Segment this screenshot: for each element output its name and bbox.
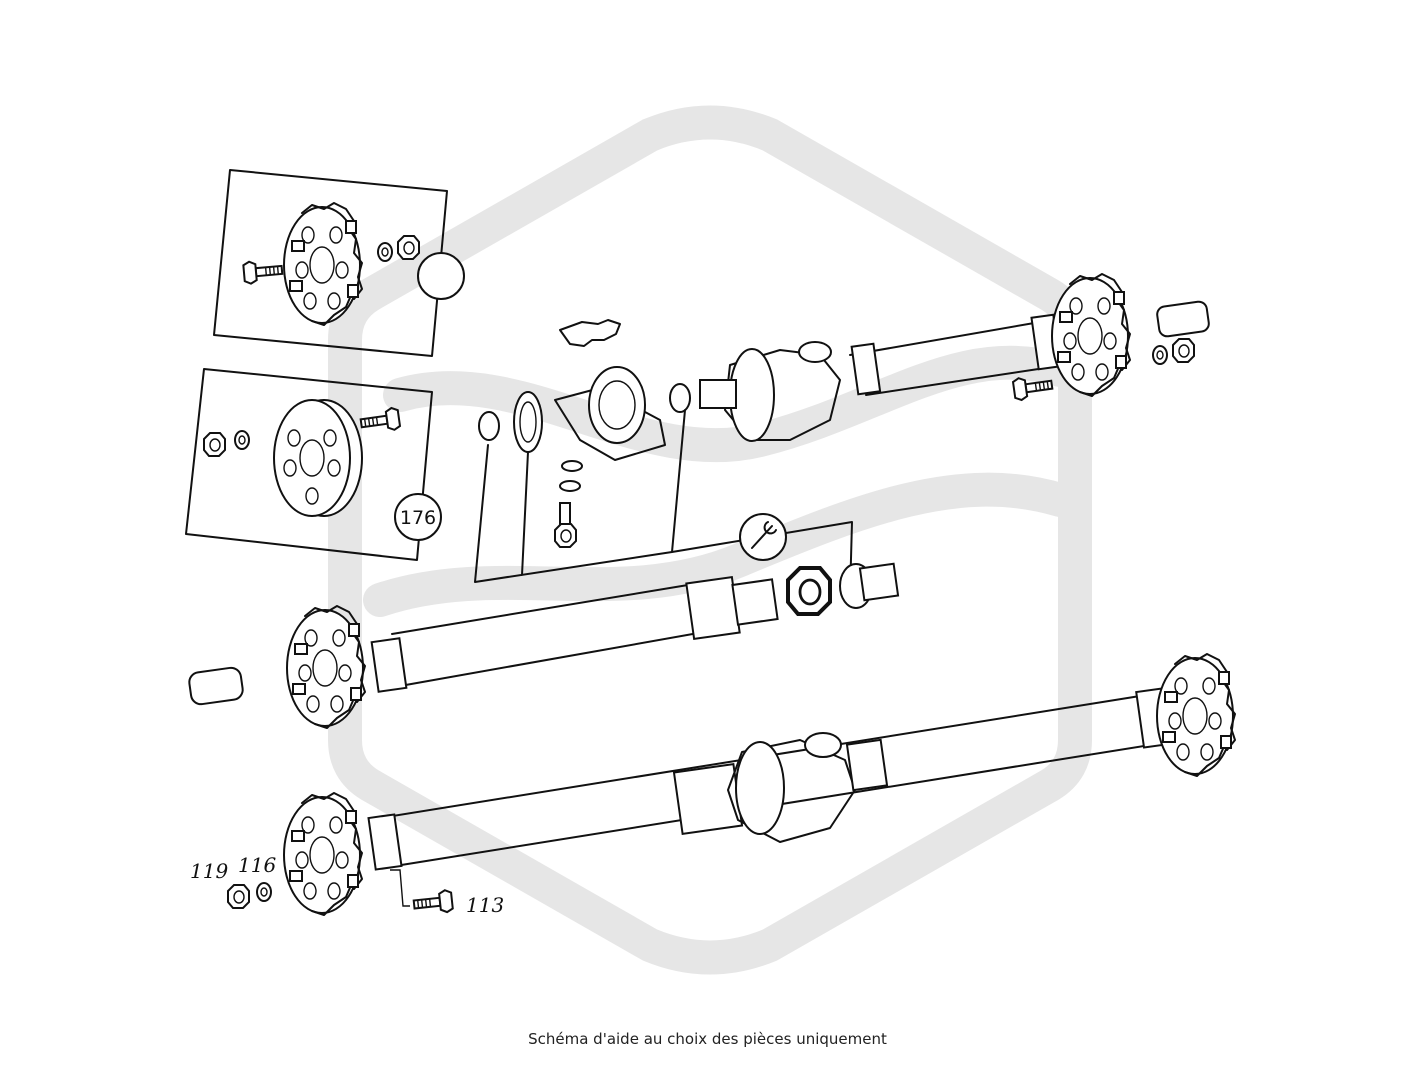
inset-flange-box-2: 176 — [185, 368, 442, 561]
lower-drive-shaft: 119 116 113 — [190, 653, 1236, 917]
inset-flange-box-1 — [213, 169, 465, 357]
middle-drive-shaft — [188, 562, 900, 729]
callout-113: 113 — [466, 893, 504, 917]
watermark-logo — [328, 105, 1092, 975]
callout-116: 116 — [238, 853, 276, 877]
center-bearing-group — [474, 319, 853, 596]
diagram-caption: Schéma d'aide au choix des pièces unique… — [528, 1030, 887, 1048]
upper-drive-shaft — [699, 273, 1210, 442]
callout-176: 176 — [400, 507, 436, 529]
callout-119: 119 — [190, 859, 228, 883]
